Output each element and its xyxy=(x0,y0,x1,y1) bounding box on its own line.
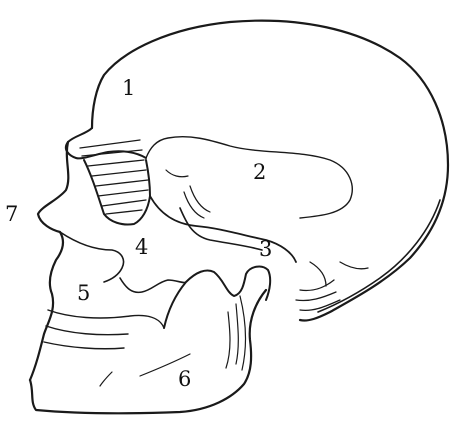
mastoid-shading xyxy=(296,262,368,310)
facial-profile xyxy=(30,142,68,380)
tooth-row xyxy=(44,310,164,349)
label-6: 6 xyxy=(178,369,191,390)
zygomatic-arch xyxy=(150,196,296,262)
maxilla xyxy=(60,232,124,282)
mandible-outline xyxy=(30,290,266,413)
temporal-line xyxy=(146,137,352,218)
occipital-edge xyxy=(318,200,440,312)
mandible-shading xyxy=(100,296,246,386)
label-7: 7 xyxy=(5,204,18,225)
temporal-shading xyxy=(166,170,210,218)
label-2: 2 xyxy=(253,162,266,183)
mandible-ramus xyxy=(164,267,270,328)
label-1: 1 xyxy=(122,78,135,99)
coronoid-notch xyxy=(120,278,186,292)
orbit-outline xyxy=(84,160,150,225)
label-4: 4 xyxy=(135,237,148,258)
label-5: 5 xyxy=(77,283,90,304)
label-3: 3 xyxy=(259,239,272,260)
